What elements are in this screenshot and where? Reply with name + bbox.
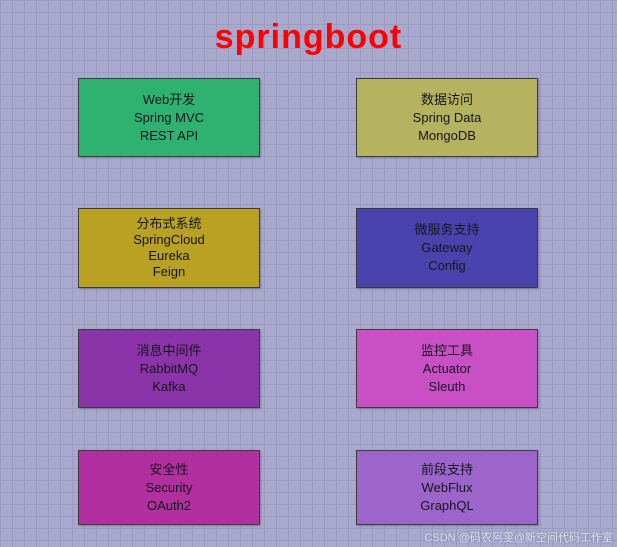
node-microservice-support: 微服务支持 Gateway Config — [356, 208, 538, 288]
node-distributed-system: 分布式系统 SpringCloud Eureka Feign — [78, 208, 260, 288]
node-frontend-support: 前段支持 WebFlux GraphQL — [356, 450, 538, 525]
watermark: CSDN @码农阿雯@新空间代码工作室 — [424, 532, 613, 544]
diagram-title: springboot — [214, 18, 403, 56]
node-data-access: 数据访问 Spring Data MongoDB — [356, 78, 538, 157]
node-web-dev: Web开发 Spring MVC REST API — [78, 78, 260, 157]
node-monitoring-tools: 监控工具 Actuator Sleuth — [356, 329, 538, 408]
node-message-middleware: 消息中间件 RabbitMQ Kafka — [78, 329, 260, 408]
node-security: 安全性 Security OAuth2 — [78, 450, 260, 525]
